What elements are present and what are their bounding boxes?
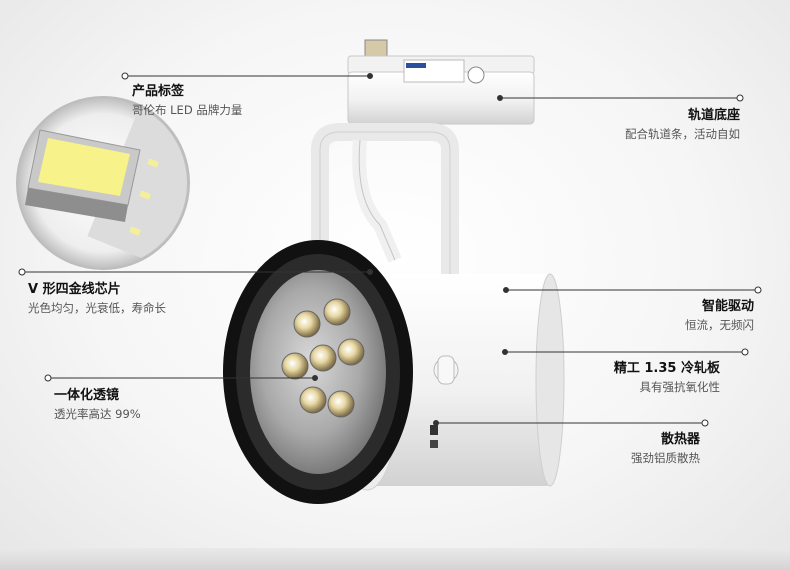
- heatsink-callout: 散热器 强劲铝质散热: [631, 428, 700, 466]
- track-base-callout: 轨道底座 配合轨道条，活动自如: [625, 104, 740, 142]
- yoke-bracket: [311, 123, 459, 300]
- lens-callout: 一体化透镜 透光率高达 99%: [54, 384, 141, 422]
- label-sticker-callout: 产品标签 哥伦布 LED 品牌力量: [132, 80, 242, 118]
- steel-title: 精工 1.35 冷轧板: [613, 361, 720, 376]
- driver-desc: 恒流，无频闪: [685, 318, 754, 332]
- steel-desc: 具有强抗氧化性: [639, 380, 721, 394]
- chip-title: V 形四金线芯片: [28, 282, 121, 297]
- track-base-desc: 配合轨道条，活动自如: [625, 127, 740, 141]
- label-sticker-title: 产品标签: [132, 84, 185, 99]
- label-sticker-desc: 哥伦布 LED 品牌力量: [132, 103, 243, 117]
- lens-desc: 透光率高达 99%: [54, 407, 141, 421]
- lamp-face: [223, 240, 413, 504]
- heatsink-title: 散热器: [660, 432, 700, 447]
- chip-zoom-inset: [16, 96, 190, 270]
- driver-title: 智能驱动: [701, 299, 754, 314]
- heatsink-desc: 强劲铝质散热: [631, 451, 700, 465]
- floor-shadow: [0, 548, 790, 570]
- driver-callout: 智能驱动 恒流，无频闪: [685, 295, 754, 333]
- chip-desc: 光色均匀，光衰低，寿命长: [28, 301, 166, 315]
- chip-callout: V 形四金线芯片 光色均匀，光衰低，寿命长: [28, 278, 166, 316]
- callout-lines: [18, 72, 762, 427]
- track-base-shape: [347, 39, 535, 134]
- steel-callout: 精工 1.35 冷轧板 具有强抗氧化性: [614, 357, 720, 395]
- lens-title: 一体化透镜: [54, 388, 120, 403]
- track-base-title: 轨道底座: [687, 108, 740, 123]
